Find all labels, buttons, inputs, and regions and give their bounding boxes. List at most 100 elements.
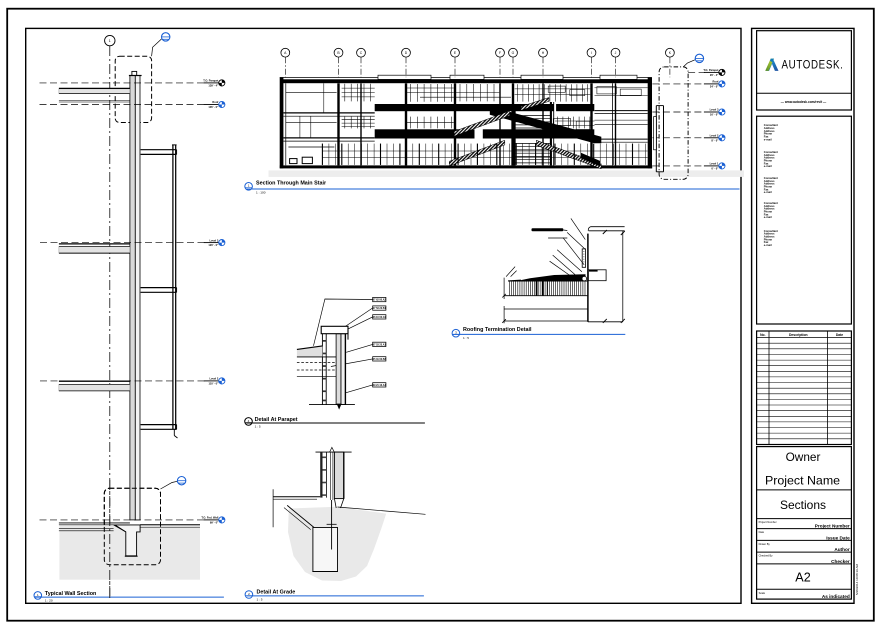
svg-text:Level 3: Level 3 bbox=[210, 238, 219, 242]
svg-text:D: D bbox=[405, 51, 408, 55]
svg-text:Level 1: Level 1 bbox=[710, 162, 719, 166]
svg-text:Detail At Grade: Detail At Grade bbox=[257, 589, 296, 595]
svg-text:Level 2: Level 2 bbox=[210, 377, 219, 381]
svg-text:05 31 00.B3: 05 31 00.B3 bbox=[373, 358, 387, 361]
svg-text:T.O. Fnd. Wall: T.O. Fnd. Wall bbox=[201, 516, 218, 520]
svg-text:e-mail: e-mail bbox=[764, 215, 772, 219]
svg-text:Sections: Sections bbox=[780, 498, 826, 512]
svg-text:Section Through Main Stair: Section Through Main Stair bbox=[256, 181, 327, 187]
svg-text:AUTODESK.: AUTODESK. bbox=[782, 57, 844, 71]
svg-text:K: K bbox=[669, 51, 672, 55]
svg-text:135' - 0": 135' - 0" bbox=[208, 105, 219, 109]
svg-text:Project Number: Project Number bbox=[815, 524, 850, 529]
svg-text:Fax: Fax bbox=[764, 187, 769, 191]
svg-text:Consultant: Consultant bbox=[764, 123, 778, 127]
svg-text:E: E bbox=[454, 51, 457, 55]
svg-text:Author: Author bbox=[834, 547, 850, 552]
svg-text:Fax: Fax bbox=[764, 212, 769, 216]
svg-text:No.: No. bbox=[760, 333, 766, 337]
svg-text:Level 3: Level 3 bbox=[710, 108, 719, 112]
svg-text:Owner: Owner bbox=[786, 450, 821, 464]
svg-text:26' - 4": 26' - 4" bbox=[710, 73, 719, 77]
svg-text:Phone: Phone bbox=[764, 210, 773, 214]
svg-text:1: 1 bbox=[109, 39, 111, 43]
svg-text:Project Number: Project Number bbox=[759, 520, 777, 524]
svg-text:As indicated: As indicated bbox=[822, 594, 850, 599]
svg-text:Roof: Roof bbox=[712, 80, 718, 84]
svg-text:I: I bbox=[591, 51, 592, 55]
svg-text:110' - 0": 110' - 0" bbox=[209, 382, 220, 386]
svg-text:Phone: Phone bbox=[764, 185, 773, 189]
svg-text:1 : 5: 1 : 5 bbox=[255, 424, 261, 428]
svg-text:Consultant: Consultant bbox=[764, 150, 778, 154]
svg-text:Drawn By: Drawn By bbox=[759, 542, 771, 546]
svg-text:1 : 20: 1 : 20 bbox=[45, 599, 53, 603]
svg-text:Phone: Phone bbox=[764, 237, 773, 241]
svg-text:Address: Address bbox=[764, 126, 775, 130]
svg-text:Address: Address bbox=[764, 235, 775, 239]
svg-text:A: A bbox=[284, 51, 287, 55]
svg-text:Address: Address bbox=[764, 232, 775, 236]
svg-text:Checker: Checker bbox=[831, 559, 850, 564]
svg-text:Address: Address bbox=[764, 156, 775, 160]
svg-text:Date: Date bbox=[759, 530, 765, 534]
svg-text:H: H bbox=[542, 51, 545, 55]
svg-text:F: F bbox=[499, 51, 501, 55]
svg-text:e-mail: e-mail bbox=[764, 164, 772, 168]
svg-text:Address: Address bbox=[764, 207, 775, 211]
svg-text:06 10 00.C2: 06 10 00.C2 bbox=[373, 316, 387, 319]
svg-text:— www.autodesk.com/revit —: — www.autodesk.com/revit — bbox=[781, 100, 827, 104]
svg-text:J: J bbox=[615, 51, 617, 55]
svg-text:Date: Date bbox=[836, 333, 843, 337]
svg-text:3: 3 bbox=[455, 331, 457, 335]
svg-text:Fax: Fax bbox=[764, 135, 769, 139]
svg-text:B: B bbox=[337, 51, 340, 55]
svg-text:1 : 100: 1 : 100 bbox=[256, 190, 266, 194]
svg-text:8' - 0": 8' - 0" bbox=[711, 138, 719, 142]
svg-text:Roofing Termination Detail: Roofing Termination Detail bbox=[463, 327, 532, 333]
svg-text:07 53 23.B1: 07 53 23.B1 bbox=[373, 307, 387, 310]
svg-text:Address: Address bbox=[764, 182, 775, 186]
svg-text:Consultant: Consultant bbox=[764, 229, 778, 233]
svg-text:Address: Address bbox=[764, 153, 775, 157]
svg-text:Consultant: Consultant bbox=[764, 176, 778, 180]
svg-text:16' - 0": 16' - 0" bbox=[710, 113, 719, 117]
svg-text:1: 1 bbox=[248, 184, 250, 188]
svg-text:1 : 5: 1 : 5 bbox=[257, 597, 263, 601]
svg-text:Detail At Parapet: Detail At Parapet bbox=[255, 417, 298, 423]
svg-text:24' - 0": 24' - 0" bbox=[710, 85, 719, 89]
svg-text:Typical Wall Section: Typical Wall Section bbox=[45, 591, 97, 597]
svg-text:4: 4 bbox=[248, 419, 250, 423]
svg-text:T.O. Parapet: T.O. Parapet bbox=[203, 79, 218, 83]
svg-text:2: 2 bbox=[248, 592, 250, 596]
svg-text:A2: A2 bbox=[795, 571, 810, 585]
svg-text:07 53 23.A1: 07 53 23.A1 bbox=[373, 343, 387, 346]
svg-text:Phone: Phone bbox=[764, 132, 773, 136]
svg-text:0' - 0": 0' - 0" bbox=[711, 167, 719, 171]
svg-text:120' - 0": 120' - 0" bbox=[208, 243, 219, 247]
svg-text:Checked By: Checked By bbox=[759, 554, 774, 558]
svg-text:Address: Address bbox=[764, 129, 775, 133]
svg-text:Phone: Phone bbox=[764, 159, 773, 163]
svg-text:1 : 5: 1 : 5 bbox=[463, 336, 469, 340]
svg-text:5/28/2014 10:08:19 AM: 5/28/2014 10:08:19 AM bbox=[855, 563, 859, 595]
svg-text:e-mail: e-mail bbox=[764, 243, 772, 247]
svg-text:G: G bbox=[512, 51, 515, 55]
svg-text:Consultant: Consultant bbox=[764, 201, 778, 205]
svg-text:Level 2: Level 2 bbox=[710, 134, 719, 138]
svg-text:Description: Description bbox=[789, 333, 808, 337]
svg-text:Address: Address bbox=[764, 179, 775, 183]
svg-text:Roof: Roof bbox=[212, 100, 218, 104]
svg-text:Fax: Fax bbox=[764, 161, 769, 165]
svg-text:Scale: Scale bbox=[759, 591, 766, 595]
svg-text:99' - 0": 99' - 0" bbox=[210, 521, 219, 525]
svg-text:07 62 00.A2: 07 62 00.A2 bbox=[373, 299, 387, 302]
svg-text:e-mail: e-mail bbox=[764, 190, 772, 194]
svg-text:Address: Address bbox=[764, 204, 775, 208]
svg-text:Issue Date: Issue Date bbox=[826, 535, 850, 540]
svg-text:T.O. Parapet: T.O. Parapet bbox=[703, 68, 718, 72]
svg-text:e-mail: e-mail bbox=[764, 137, 772, 141]
svg-text:09 21 16.A4: 09 21 16.A4 bbox=[373, 384, 387, 387]
svg-text:Project Name: Project Name bbox=[765, 473, 840, 487]
svg-text:Fax: Fax bbox=[764, 240, 769, 244]
